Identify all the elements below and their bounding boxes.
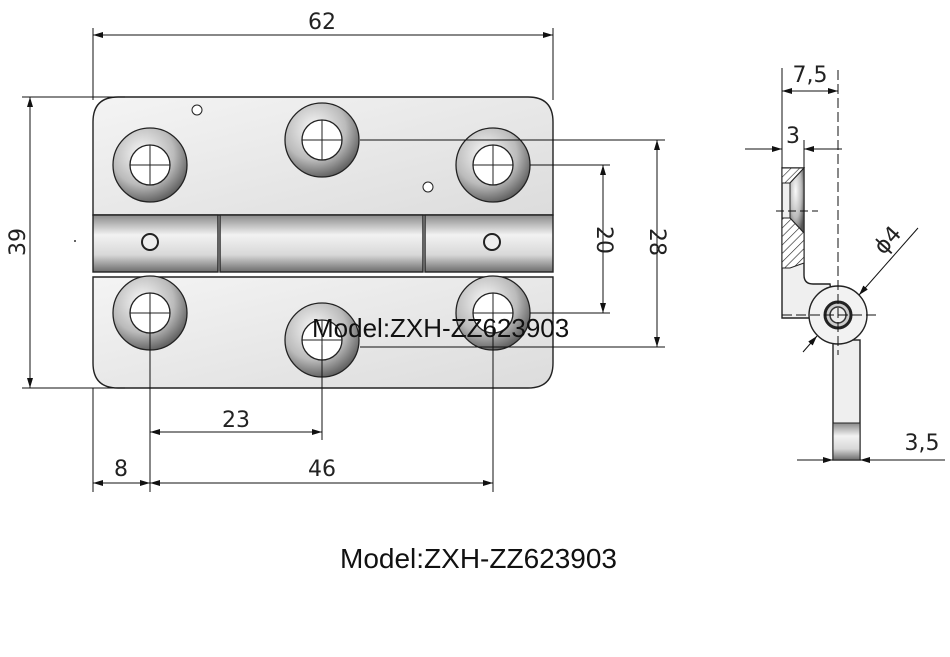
dimension-28: 28 — [644, 228, 669, 256]
pin-hole-left — [141, 233, 159, 251]
pin-hole-right — [483, 233, 501, 251]
dimension-7-5: 7,5 — [793, 63, 828, 88]
screw-hole — [112, 127, 188, 203]
small-hole-right — [422, 181, 434, 193]
front-dimensions: 62 39 20 28 23 8 46 — [6, 10, 669, 492]
front-view — [92, 96, 554, 389]
model-watermark: Model:ZXH-ZZ623903 — [312, 313, 569, 343]
screw-hole — [455, 127, 531, 203]
dimension-20: 20 — [591, 226, 616, 254]
knuckle-center — [219, 214, 424, 273]
model-caption: Model:ZXH-ZZ623903 — [340, 543, 617, 574]
dimension-39: 39 — [6, 228, 31, 256]
side-view: 7,5 3 3,5 ϕ4 — [745, 63, 945, 463]
dimension-3-5: 3,5 — [905, 431, 940, 456]
dimension-3: 3 — [786, 124, 800, 149]
dimension-23: 23 — [222, 408, 250, 433]
small-hole-top — [191, 104, 203, 116]
dimension-pin-diameter: ϕ4 — [869, 222, 907, 260]
dimension-8: 8 — [114, 457, 128, 482]
screw-hole — [284, 102, 360, 178]
dimension-46: 46 — [308, 457, 336, 482]
dimension-62: 62 — [308, 10, 336, 35]
screw-hole — [284, 302, 360, 378]
